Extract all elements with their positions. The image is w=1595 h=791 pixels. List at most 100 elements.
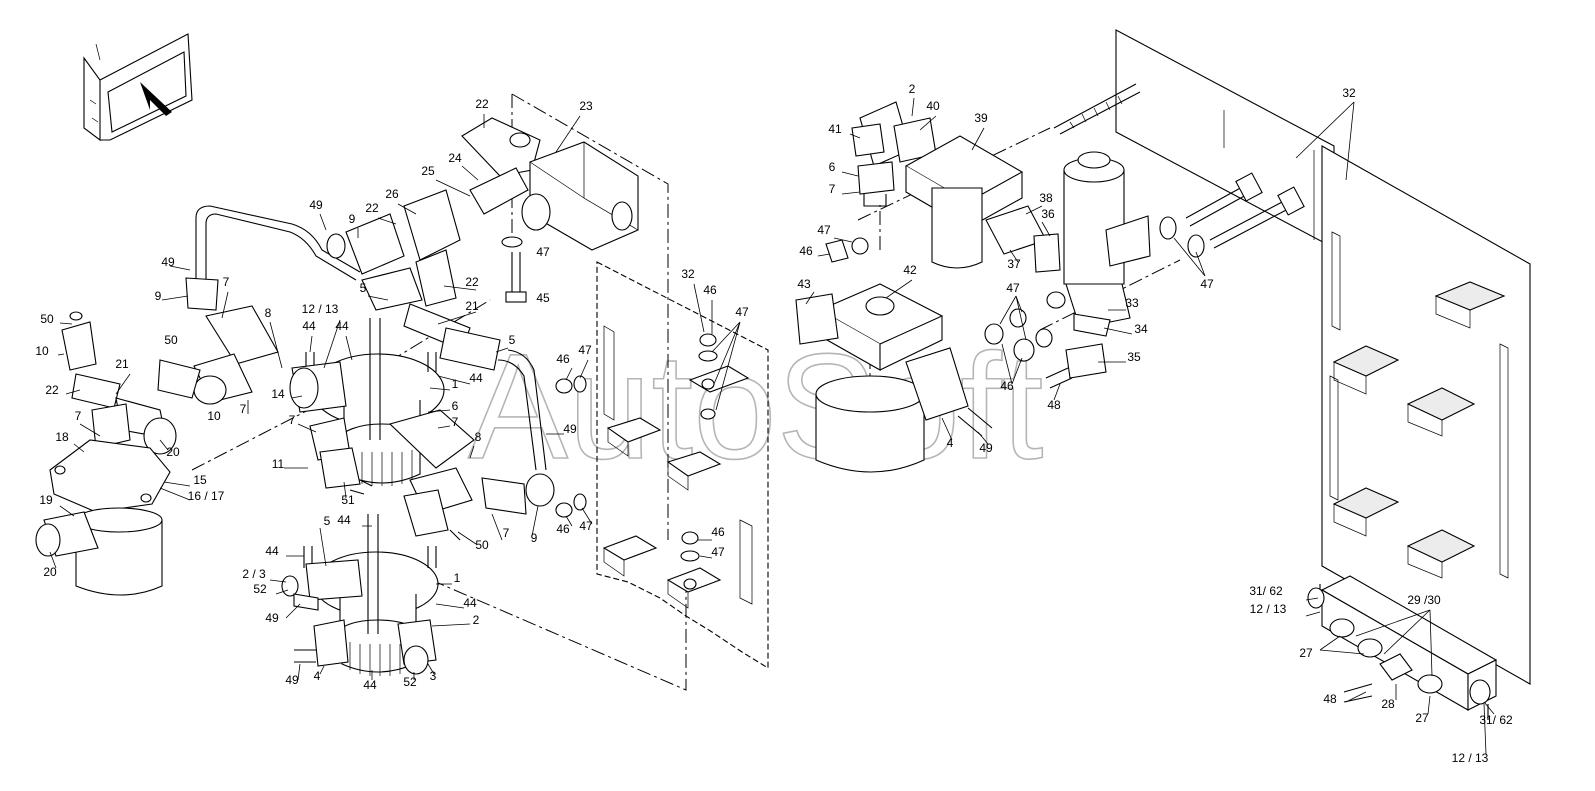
callout-c-18: 18 [55, 430, 69, 444]
callout-c-47h: 47 [1200, 277, 1214, 291]
callout-c-21b: 21 [115, 357, 129, 371]
callout-c-32b: 32 [1342, 86, 1356, 100]
callout-c-44g: 44 [363, 678, 377, 692]
callout-c-15: 15 [193, 473, 207, 487]
callout-c-6a: 6 [452, 399, 459, 413]
callout-c-47b: 47 [735, 305, 749, 319]
bolts [501, 83, 1305, 303]
callout-c-7f: 7 [503, 526, 510, 540]
callout-c-5b: 5 [509, 333, 516, 347]
callout-c-47a: 47 [536, 245, 550, 259]
callout-c-3: 3 [430, 669, 437, 683]
valve-cluster-right [795, 101, 1151, 473]
callout-c-20b: 20 [43, 565, 57, 579]
callout-c-7d: 7 [289, 413, 296, 427]
callout-c-22c: 22 [465, 275, 479, 289]
callout-c-3162b: 31/ 62 [1479, 713, 1513, 727]
callout-c-37: 37 [1007, 257, 1021, 271]
callout-c-52a: 52 [253, 582, 267, 596]
callout-c-48a: 48 [1047, 398, 1061, 412]
callout-c-23b: 2 / 3 [242, 567, 266, 581]
callout-c-1213b: 12 / 13 [1250, 602, 1287, 616]
callout-c-26: 26 [385, 187, 399, 201]
callout-c-6b: 6 [829, 160, 836, 174]
valve-cluster-upper [326, 117, 639, 371]
callout-c-4a: 4 [314, 669, 321, 683]
callout-c-2a: 2 [473, 613, 480, 627]
callout-c-51: 51 [341, 493, 355, 507]
callout-c-1617: 16 / 17 [188, 489, 225, 503]
callout-c-7b: 7 [240, 402, 247, 416]
callout-c-46e: 46 [799, 244, 813, 258]
callout-c-45: 45 [536, 291, 550, 305]
callout-c-19: 19 [39, 493, 53, 507]
callout-c-7e: 7 [75, 409, 82, 423]
callout-c-8a: 8 [265, 306, 272, 320]
callout-c-20a: 20 [166, 445, 180, 459]
callout-c-52b: 52 [403, 675, 417, 689]
callout-c-43: 43 [797, 277, 811, 291]
pipes [195, 205, 547, 471]
callout-c-24: 24 [448, 151, 462, 165]
callout-c-4b: 4 [947, 436, 954, 450]
callout-c-1213c: 12 / 13 [1452, 751, 1489, 765]
callout-c-35: 35 [1127, 350, 1141, 364]
callout-c-33: 33 [1125, 296, 1139, 310]
callout-c-44a: 44 [302, 319, 316, 333]
callout-c-28: 28 [1381, 697, 1395, 711]
callout-c-44b: 44 [335, 319, 349, 333]
callout-c-47f: 47 [817, 223, 831, 237]
callout-c-27a: 27 [1299, 646, 1313, 660]
callout-c-39: 39 [974, 111, 988, 125]
callout-c-48b: 48 [1323, 692, 1337, 706]
callout-c-50a: 50 [40, 312, 54, 326]
callout-c-49a: 49 [309, 198, 323, 212]
callout-c-46b: 46 [556, 352, 570, 366]
callout-c-9c: 9 [531, 531, 538, 545]
callout-c-9b: 9 [155, 289, 162, 303]
relay-valve-center [289, 318, 555, 541]
callout-c-25: 25 [421, 164, 435, 178]
callout-c-47e: 47 [711, 545, 725, 559]
callout-c-7a: 7 [223, 275, 230, 289]
distribution-block [1307, 575, 1498, 711]
callout-c-47c: 47 [578, 343, 592, 357]
callout-c-9a: 9 [349, 212, 356, 226]
callout-c-1a: 1 [452, 377, 459, 391]
callout-c-49e: 49 [285, 673, 299, 687]
callout-c-46f: 46 [1000, 379, 1014, 393]
callout-c-10a: 10 [35, 344, 49, 358]
callout-c-21a: 21 [465, 299, 479, 313]
callout-c-42: 42 [903, 263, 917, 277]
callout-c-44d: 44 [337, 513, 351, 527]
callout-c-5a: 5 [360, 281, 367, 295]
callout-c-44c: 44 [469, 371, 483, 385]
callout-c-5c: 5 [324, 514, 331, 528]
vehicle-locator-thumbnail [83, 33, 193, 142]
callout-c-46a: 46 [703, 283, 717, 297]
callout-c-27b: 27 [1415, 711, 1429, 725]
nuts-and-washers [555, 333, 718, 590]
callout-c-7c: 7 [452, 415, 459, 429]
callout-c-23: 23 [579, 99, 593, 113]
callout-c-41: 41 [828, 122, 842, 136]
callout-c-40: 40 [926, 99, 940, 113]
callout-c-8b: 8 [475, 430, 482, 444]
callout-c-36: 36 [1041, 207, 1055, 221]
callout-c-44e: 44 [265, 544, 279, 558]
callout-c-49c: 49 [563, 422, 577, 436]
leader-lines [49, 97, 1495, 755]
callout-c-22a: 22 [475, 97, 489, 111]
callout-c-1b: 1 [454, 571, 461, 585]
callout-c-11: 11 [272, 457, 285, 471]
callout-c-3162a: 31/ 62 [1249, 584, 1283, 598]
callout-c-47g: 47 [1006, 281, 1020, 295]
callout-c-50b: 50 [164, 333, 178, 347]
callout-c-38: 38 [1039, 191, 1053, 205]
callout-c-34: 34 [1134, 322, 1148, 336]
mounting-plate-large [1115, 29, 1531, 720]
callout-c-46d: 46 [711, 525, 725, 539]
